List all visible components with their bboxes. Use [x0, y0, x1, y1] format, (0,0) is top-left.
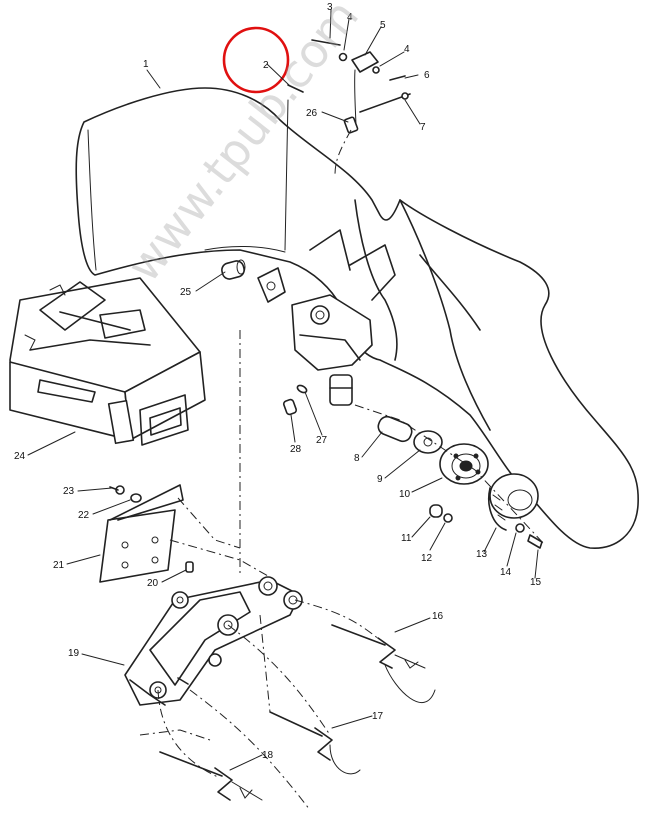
callout-21: 21	[53, 560, 65, 571]
callout-4b: 4	[404, 44, 410, 55]
callout-25: 25	[180, 287, 192, 298]
callout-7: 7	[420, 122, 426, 133]
part-19-frame	[124, 576, 303, 706]
callout-16: 16	[432, 611, 444, 622]
callout-14: 14	[500, 567, 512, 578]
callout-23: 23	[63, 486, 75, 497]
part-10-bearing	[439, 443, 489, 485]
part-2-rod	[222, 26, 304, 251]
callout-2: 2	[263, 60, 269, 71]
callout-6: 6	[424, 70, 430, 81]
part-3-pin	[311, 39, 341, 46]
part-15-bolt	[527, 534, 543, 549]
part-4-washer-b	[372, 66, 380, 74]
part-27-28-hardware	[282, 384, 308, 416]
part-6-cotter	[389, 75, 406, 81]
assembly-lines	[139, 330, 381, 811]
callout-20: 20	[147, 578, 159, 589]
part-4-washer	[338, 52, 348, 62]
part-17-pin	[269, 711, 361, 775]
part-5-clip	[351, 51, 379, 73]
part-8-spacer	[377, 415, 413, 443]
callout-3: 3	[327, 2, 333, 13]
part-27-ring	[296, 384, 308, 394]
callout-13: 13	[476, 549, 488, 560]
part-11-12-bolt-washer	[429, 504, 453, 523]
callout-1: 1	[143, 59, 149, 70]
fender-mount-bracket	[257, 267, 373, 406]
callout-4a: 4	[347, 12, 353, 23]
callout-5: 5	[380, 20, 386, 31]
callout-12: 12	[421, 553, 433, 564]
callout-26: 26	[306, 108, 318, 119]
callout-27: 27	[316, 435, 328, 446]
part-16-pin	[331, 624, 436, 703]
part-21-23-bracket	[99, 484, 194, 583]
part-21-plate	[99, 509, 176, 583]
leader-lines	[27, 9, 539, 771]
callout-19: 19	[68, 648, 80, 659]
callout-17: 17	[372, 711, 384, 722]
callout-10: 10	[399, 489, 411, 500]
callout-8: 8	[354, 453, 360, 464]
callout-9: 9	[377, 474, 383, 485]
callout-11: 11	[401, 533, 412, 544]
part-14-washer	[515, 523, 525, 533]
highlight-circle	[222, 26, 290, 94]
part-28-pin	[282, 398, 298, 416]
part-18-pin	[159, 751, 263, 801]
part-13-hub	[488, 473, 539, 531]
part-22-washer	[130, 493, 142, 503]
callout-labels: 1 2 3 4 5 4 6 7 26 25 24 28 27 8 9 10 11…	[14, 2, 542, 761]
callout-15: 15	[530, 577, 542, 588]
part-20-pin	[185, 561, 194, 573]
callout-18: 18	[262, 750, 274, 761]
part-25-bushing	[221, 259, 246, 280]
callout-24: 24	[14, 451, 26, 462]
part-24-tray	[9, 277, 206, 446]
callout-28: 28	[290, 444, 302, 455]
part-9-washer	[413, 430, 443, 454]
top-hardware-group	[311, 39, 411, 176]
hub-assembly	[354, 404, 546, 549]
callout-22: 22	[78, 510, 90, 521]
